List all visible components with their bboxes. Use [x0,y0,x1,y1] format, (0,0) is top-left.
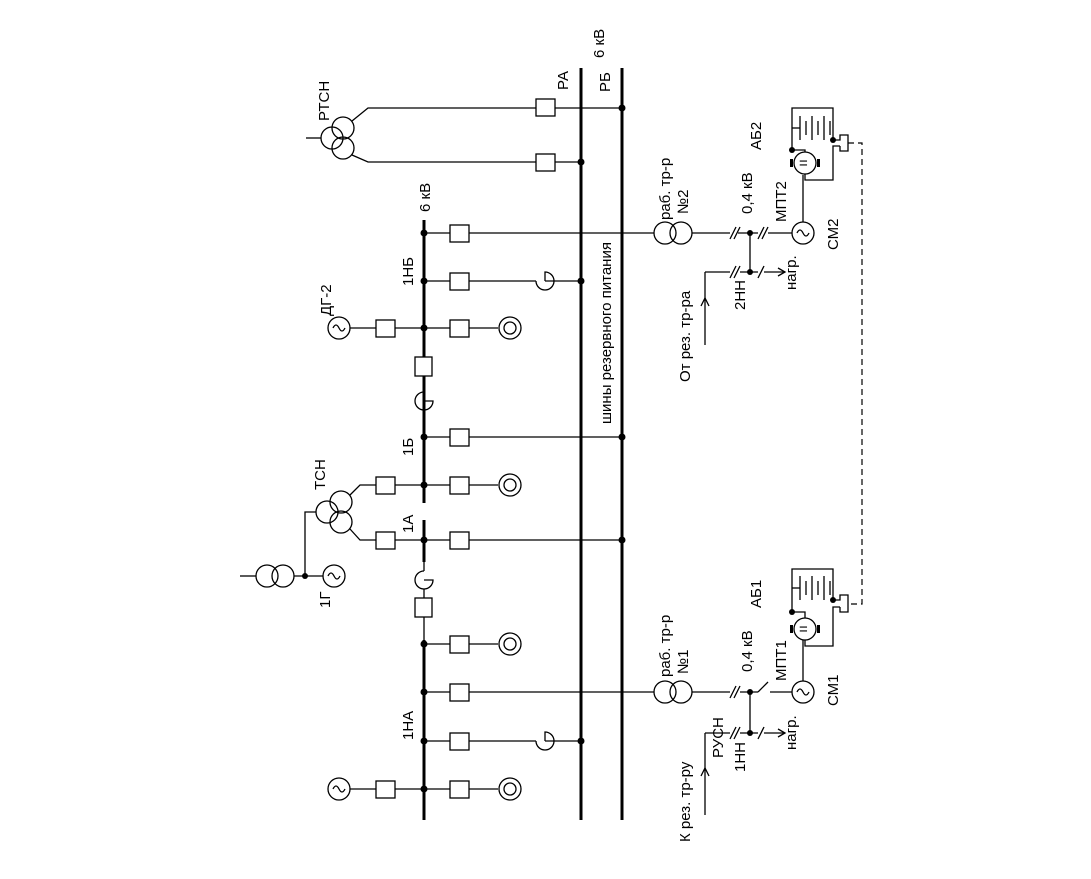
breaker-1na-ra [449,732,470,751]
sectional-breaker-upper [414,356,433,377]
breaker-motor-1nb [449,319,470,338]
label-rtsn: РТСН [316,81,333,121]
feeder-work-transformer-1 [420,680,815,704]
branch-1nn [700,692,787,815]
label-to-reserve: К рез. тр-ру [677,761,694,842]
mpt2-ab2-unit: = [789,107,849,222]
sectional-breaker-lower [414,597,433,618]
rtsn-transformer [306,98,626,172]
label-1nn: 1НН [732,742,749,772]
motor-1na-2 [498,777,522,801]
motor-1nb [498,316,522,340]
mpt1-dc-symbol: = [799,621,808,638]
breaker-0-4-2 [729,226,741,240]
label-bus-1b: 1Б [400,438,417,456]
tsn-transformer [304,473,626,576]
tsn-winding-3 [329,510,353,534]
reactor-symbol-3 [414,570,434,590]
breaker-tsn-1b [375,476,396,495]
breaker-tr2 [449,224,470,243]
label-load2: нагр. [783,255,800,290]
label-dg2: ДГ-2 [318,284,335,316]
work-transformer-2-lv [669,221,693,245]
label-gen-1g: 1Г [317,592,334,608]
rtsn-breaker-ra [535,153,556,172]
label-2nn: 2НН [732,280,749,310]
mpt2-dc-symbol: = [799,155,808,172]
dg2-feeder [327,316,522,340]
block-transformer-hv [255,564,279,588]
label-work-tr2-b: №2 [675,190,692,214]
breaker-tr1 [449,683,470,702]
rtsn-winding-2 [331,116,355,140]
label-0-4kv-1: 0,4 кВ [739,630,756,672]
breaker-dg2 [375,319,396,338]
breaker-motor-1na-1 [449,635,470,654]
breaker-1nb-ra [449,272,470,291]
feeder-work-transformer-2 [420,221,815,245]
interlock-dashed-link [848,142,863,605]
label-rb-kv: 6 кВ [591,29,608,58]
branch-2nn [700,233,787,345]
motor-1na-1 [498,632,522,656]
motor-1na-upper-feeder [420,632,522,656]
label-ab2: АБ2 [748,122,765,150]
breaker-1a-rb [449,531,470,550]
feeder-1b-rb [420,428,626,447]
ab2-battery-symbol [792,116,831,140]
dg1-feeder [327,777,522,801]
sectional-reactor-upper [414,356,434,411]
breaker-tsn-1a [375,531,396,550]
label-mpt1: МПТ1 [773,640,790,681]
reactor-symbol-1 [535,271,555,291]
label-ra: РА [555,71,572,90]
label-mpt2: МПТ2 [773,181,790,222]
mpt1-ab1-unit: = [789,568,849,681]
label-sm2: СМ2 [825,218,842,250]
block-transformer-lv [271,564,295,588]
label-sm1: СМ1 [825,674,842,706]
breaker-motor-1na-2 [449,780,470,799]
rtsn-winding-3 [331,136,355,160]
label-6kv-1nb: 6 кВ [417,183,434,212]
label-bus-1a: 1А [400,515,417,533]
label-tsn: ТСН [312,459,329,490]
work-transformer-1-hv [653,680,677,704]
label-bus-1na: 1НА [400,711,417,740]
generator-1g [240,564,346,588]
label-bus-1nb: 1НБ [400,257,417,286]
rtsn-breaker-rb [535,98,556,117]
label-reserve-buses: шины резервного питания [598,242,615,424]
diagram-labels: РТСН РА РБ 6 кВ 6 кВ ДГ-2 1НБ 1Б 1А 1НА … [312,29,842,842]
label-ab1: АБ1 [748,580,765,608]
label-rusn: РУСН [710,717,727,758]
label-work-tr1-b: №1 [675,650,692,674]
motor-1b [498,473,522,497]
reserve-buses [579,68,624,820]
generator-1g-symbol [322,564,346,588]
label-0-4kv-2: 0,4 кВ [739,172,756,214]
label-from-reserve: От рез. тр-ра [677,290,694,382]
reactor-symbol-4 [535,731,555,751]
breaker-1b-rb [449,428,470,447]
breaker-motor-1b [449,476,470,495]
label-load1: нагр. [783,715,800,750]
breaker-dg1 [375,780,396,799]
work-transformer-2-hv [653,221,677,245]
reactor-symbol-2 [414,391,434,411]
reactor-1nb-ra [420,271,585,291]
sectional-reactor-lower [414,562,434,640]
ab1-battery-symbol [792,576,831,600]
work-transformer-1-lv [669,680,693,704]
tsn-winding-2 [329,490,353,514]
reactor-1na-ra [420,731,585,751]
label-work-tr1-a: раб. тр-р [657,615,674,677]
label-work-tr2-a: раб. тр-р [657,158,674,220]
label-rb: РБ [597,72,614,92]
tsn-winding-1 [315,500,339,524]
